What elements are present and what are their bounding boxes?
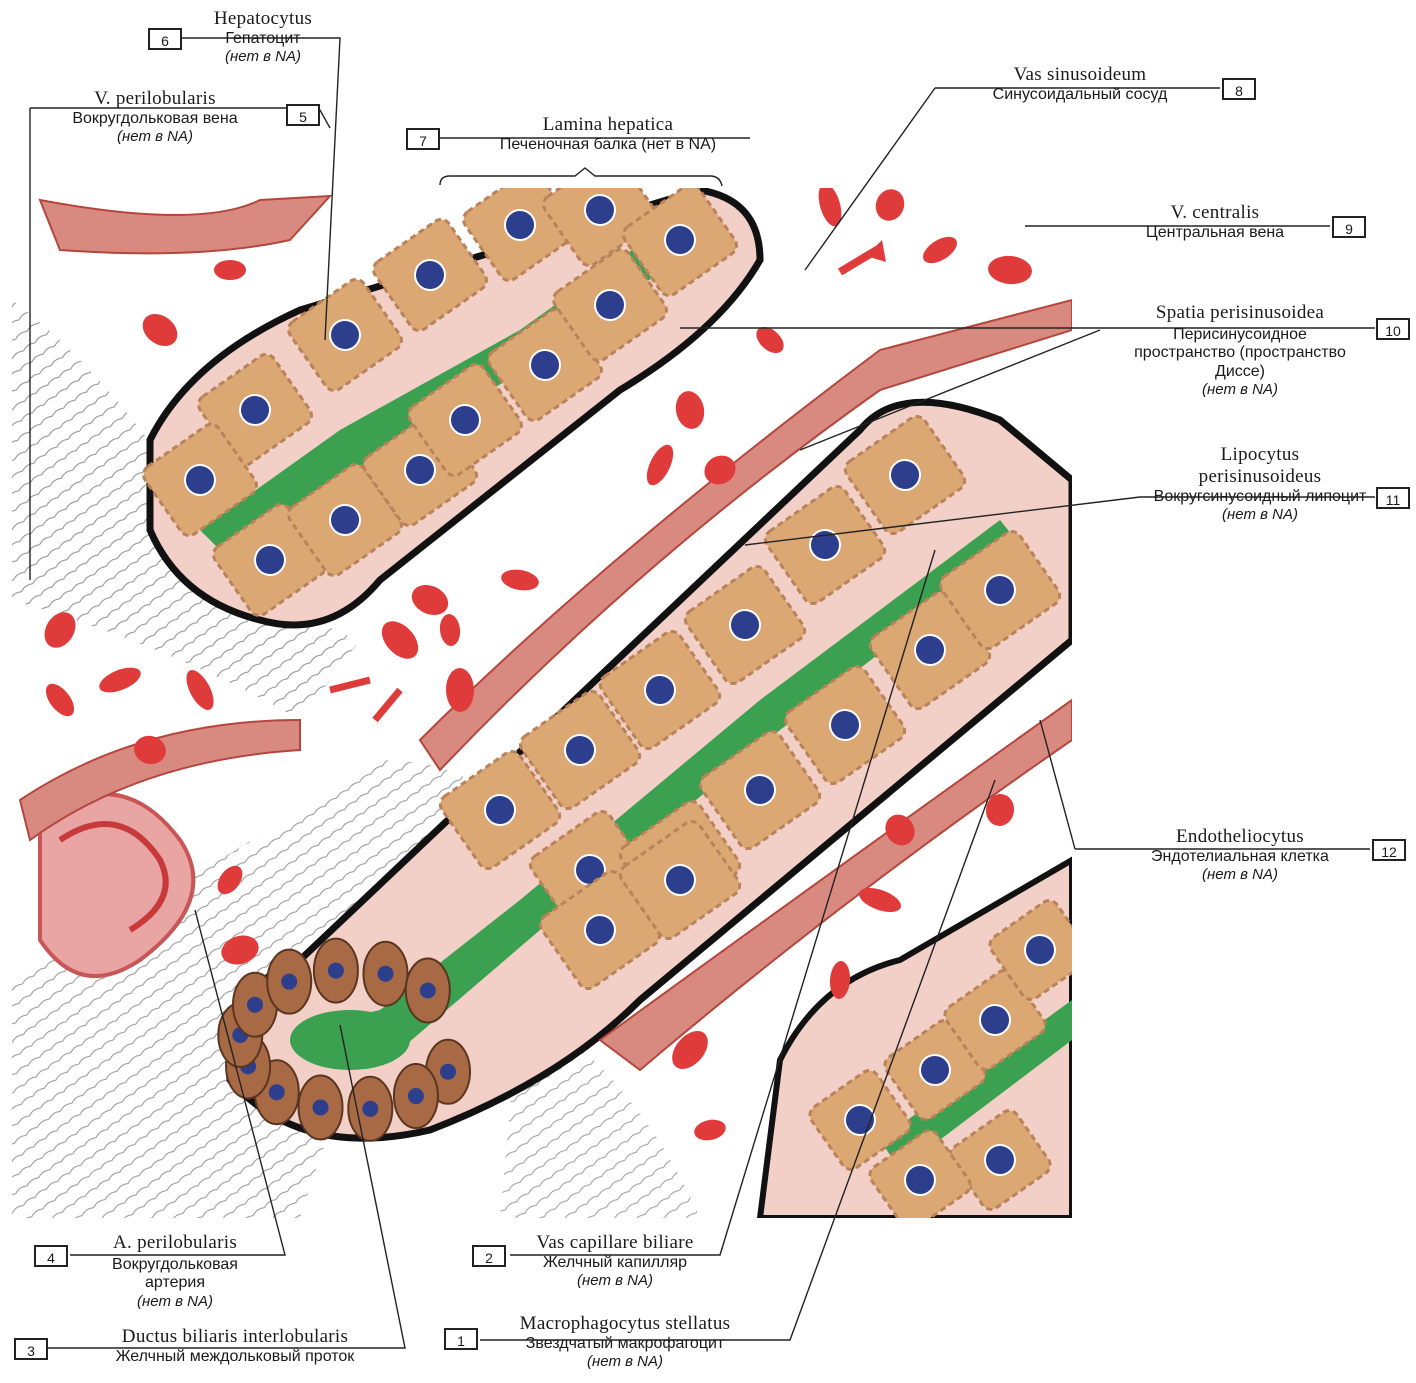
label-number-8: 8 — [1222, 78, 1256, 100]
duct-cell-nucleus-2 — [362, 1101, 378, 1117]
label-11-russian: Вокругсинусоидный липоцит — [1140, 488, 1380, 506]
label-6-russian: Гепатоцит — [178, 30, 348, 48]
duct-cell-nucleus-11 — [420, 983, 436, 999]
label-number-7: 7 — [406, 128, 440, 150]
label-12-russian: Эндотелиальная клетка — [1110, 848, 1370, 866]
duct-cell-nucleus-8 — [281, 974, 297, 990]
label-number-6: 6 — [148, 28, 182, 50]
label-12-note: (нет в NA) — [1110, 866, 1370, 883]
duct-cell-nucleus-10 — [377, 966, 393, 982]
label-8: Vas sinusoideum Синусоидальный сосуд — [935, 64, 1225, 104]
label-6-note: (нет в NA) — [178, 48, 348, 65]
label-5-latin: V. perilobularis — [30, 88, 280, 110]
label-12: Endotheliocytus Эндотелиальная клетка (н… — [1110, 826, 1370, 883]
duct-cell-nucleus-9 — [328, 963, 344, 979]
label-12-latin: Endotheliocytus — [1110, 826, 1370, 848]
label-number-11: 11 — [1376, 487, 1410, 509]
duct-cell-nucleus-0 — [440, 1064, 456, 1080]
label-1-note: (нет в NA) — [470, 1353, 780, 1370]
label-7-russian: Печеночная балка (нет в NA) — [448, 136, 768, 154]
label-number-12: 12 — [1372, 839, 1406, 861]
label-10-latin: Spatia perisinusoidea — [1110, 302, 1370, 324]
duct-cell-nucleus-7 — [247, 997, 263, 1013]
label-number-5: 5 — [286, 104, 320, 126]
label-number-10: 10 — [1376, 318, 1410, 340]
label-8-latin: Vas sinusoideum — [935, 64, 1225, 86]
label-7-latin: Lamina hepatica — [448, 114, 768, 136]
label-number-4: 4 — [34, 1245, 68, 1267]
label-1-latin: Macrophagocytus stellatus — [470, 1313, 780, 1335]
duct-cell-nucleus-4 — [269, 1084, 285, 1100]
label-4: A. perilobularis Вокругдольковая артерия… — [80, 1232, 270, 1310]
label-10-note: (нет в NA) — [1110, 381, 1370, 398]
duct-cell-nucleus-3 — [313, 1099, 329, 1115]
label-4-latin: A. perilobularis — [80, 1232, 270, 1254]
label-2-note: (нет в NA) — [505, 1272, 725, 1289]
label-5: V. perilobularis Вокругдольковая вена (н… — [30, 88, 280, 145]
label-11-latin: Lipocytus perisinusoideus — [1140, 444, 1380, 488]
label-4-russian: Вокругдольковая артерия — [80, 1254, 270, 1293]
label-3: Ductus biliaris interlobularis Желчный м… — [50, 1326, 420, 1366]
label-2: Vas capillare biliare Желчный капилляр (… — [505, 1232, 725, 1289]
label-number-2: 2 — [472, 1245, 506, 1267]
label-4-note: (нет в NA) — [80, 1293, 270, 1310]
label-3-latin: Ductus biliaris interlobularis — [50, 1326, 420, 1348]
duct-lumen — [290, 1010, 410, 1070]
red-blood-cell-0 — [214, 260, 246, 280]
label-10: Spatia perisinusoidea Перисинусоидное пр… — [1110, 302, 1370, 398]
label-7: Lamina hepatica Печеночная балка (нет в … — [448, 114, 768, 154]
label-5-note: (нет в NA) — [30, 128, 280, 145]
label-1-russian: Звездчатый макрофагоцит — [470, 1335, 780, 1353]
label-11: Lipocytus perisinusoideus Вокругсинусоид… — [1140, 444, 1380, 523]
label-10-russian: Перисинусоидное пространство (пространст… — [1110, 324, 1370, 381]
label-9-latin: V. centralis — [1090, 202, 1340, 224]
label-9: V. centralis Центральная вена — [1090, 202, 1340, 242]
label-6-latin: Hepatocytus — [178, 8, 348, 30]
label-2-latin: Vas capillare biliare — [505, 1232, 725, 1254]
label-8-russian: Синусоидальный сосуд — [935, 86, 1225, 104]
label-number-3: 3 — [14, 1338, 48, 1360]
label-9-russian: Центральная вена — [1090, 224, 1340, 242]
label-1: Macrophagocytus stellatus Звездчатый мак… — [470, 1313, 780, 1370]
duct-cell-nucleus-1 — [408, 1088, 424, 1104]
label-6: Hepatocytus Гепатоцит (нет в NA) — [178, 8, 348, 65]
label-2-russian: Желчный капилляр — [505, 1254, 725, 1272]
label-11-note: (нет в NA) — [1140, 506, 1380, 523]
label-3-russian: Желчный междольковый проток — [50, 1348, 420, 1366]
label-5-russian: Вокругдольковая вена — [30, 110, 280, 128]
